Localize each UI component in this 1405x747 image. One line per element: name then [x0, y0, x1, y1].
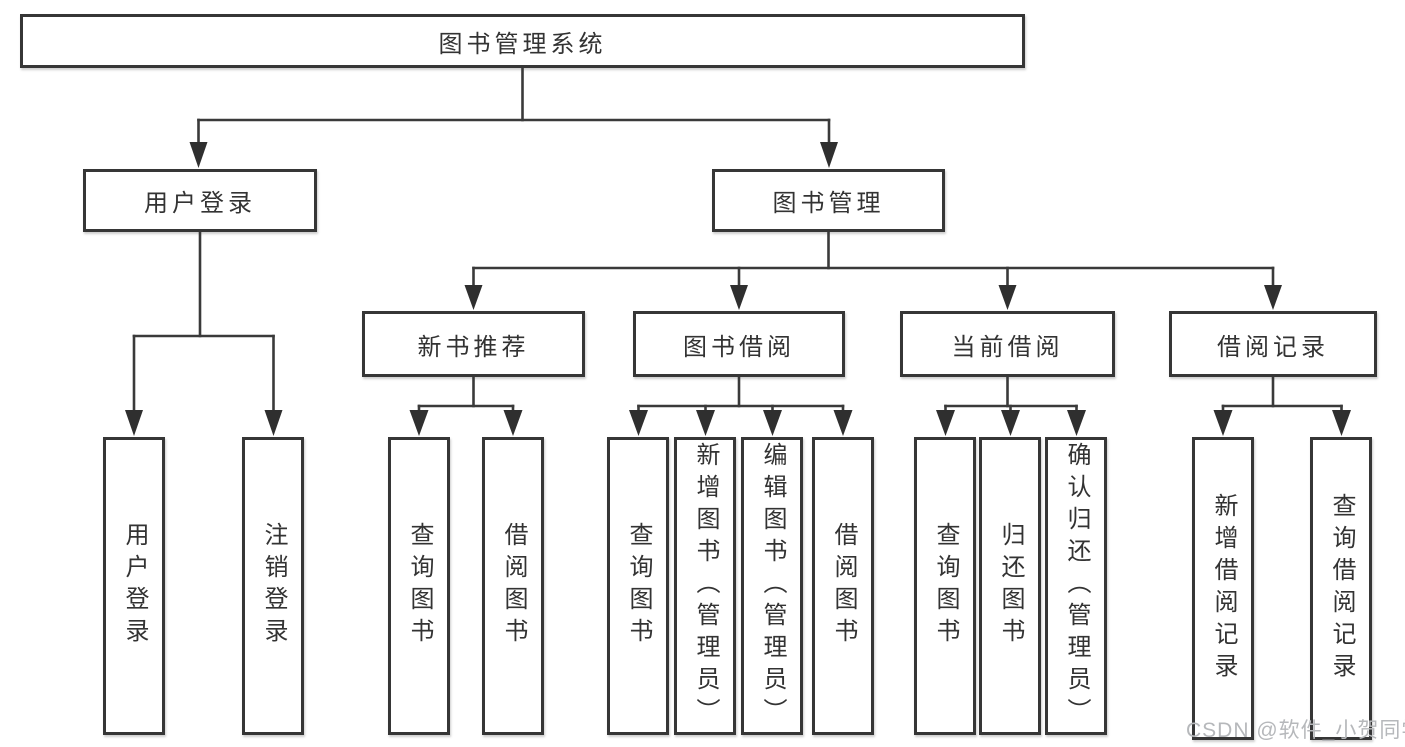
leaf-logout: 注销登录: [242, 437, 304, 735]
csdn-watermark: CSDN @软件_小贺同学: [1186, 719, 1405, 742]
leaf-borrow-books: 借阅图书: [812, 437, 874, 735]
node-borrow-records: 借阅记录: [1169, 311, 1377, 377]
leaf-return-book: 归还图书: [979, 437, 1041, 735]
leaf-confirm-return-admin: 确认归还（管理员）: [1045, 437, 1107, 735]
node-current-borrow: 当前借阅: [900, 311, 1115, 377]
node-user-login: 用户登录: [83, 169, 317, 232]
leaf-query-books-borrow: 查询图书: [607, 437, 669, 735]
leaf-add-book-admin: 新增图书（管理员）: [674, 437, 736, 735]
node-book-borrow: 图书借阅: [633, 311, 845, 377]
node-library-system: 图书管理系统: [20, 14, 1025, 68]
leaf-query-books-current: 查询图书: [914, 437, 976, 735]
leaf-edit-book-admin: 编辑图书（管理员）: [741, 437, 803, 735]
node-new-book-recommend: 新书推荐: [362, 311, 585, 377]
leaf-borrow-books-recommend: 借阅图书: [482, 437, 544, 735]
leaf-add-borrow-record: 新增借阅记录: [1192, 437, 1254, 740]
leaf-query-borrow-record: 查询借阅记录: [1310, 437, 1372, 740]
arrowheads: [125, 142, 1351, 436]
leaf-user-login: 用户登录: [103, 437, 165, 735]
node-book-management: 图书管理: [712, 169, 945, 232]
leaf-query-books-recommend: 查询图书: [388, 437, 450, 735]
